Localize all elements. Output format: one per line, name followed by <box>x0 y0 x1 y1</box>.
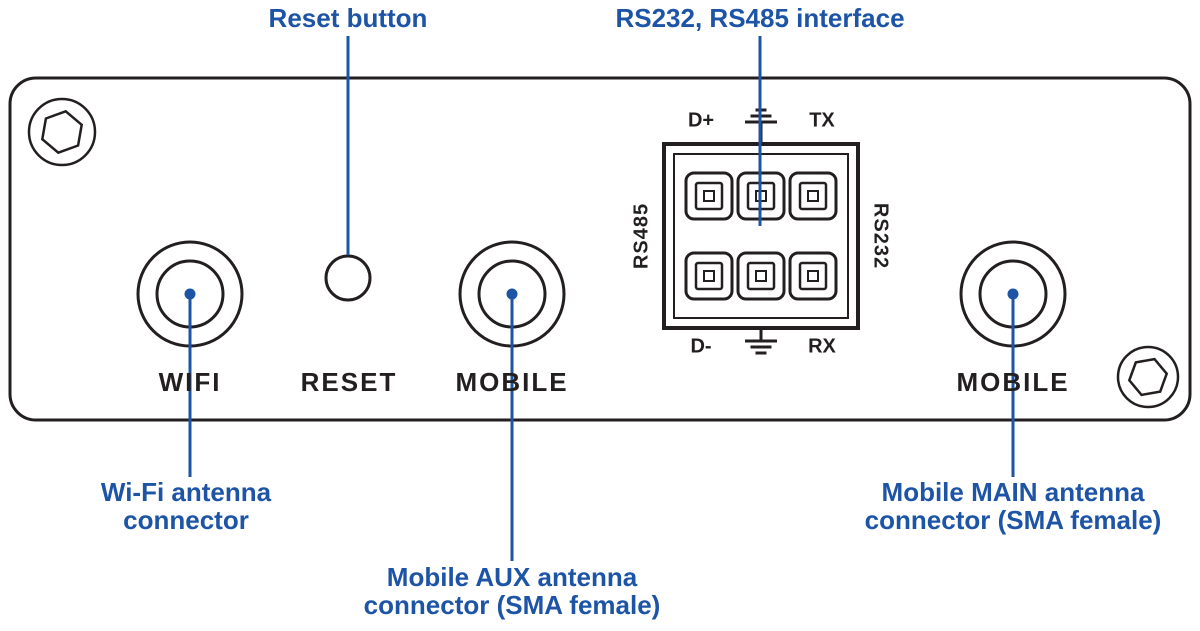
serial-pin <box>684 171 734 221</box>
wifi-port-label: WIFI <box>158 367 222 397</box>
serial-pin <box>684 251 734 301</box>
main-callout-line1: Mobile MAIN antenna <box>881 477 1145 507</box>
pin-label-d-plus: D+ <box>687 109 715 132</box>
callout-lines <box>188 36 1015 561</box>
connector-center-dots <box>184 288 1019 300</box>
aux-callout-label: Mobile AUX antenna connector (SMA female… <box>364 563 661 619</box>
mobile-aux-port-label: MOBILE <box>455 367 569 397</box>
wifi-callout-line1: Wi-Fi antenna <box>100 477 272 507</box>
wifi-callout-line2: connector <box>123 505 249 535</box>
reset-button <box>324 254 372 302</box>
main-callout-label: Mobile MAIN antenna connector (SMA femal… <box>865 478 1162 534</box>
serial-pin <box>788 171 838 221</box>
pin-label-rx: RX <box>808 335 836 358</box>
serial-pin <box>736 251 786 301</box>
ground-symbol-bottom-icon <box>745 328 777 355</box>
aux-callout-line2: connector (SMA female) <box>363 590 661 620</box>
wifi-callout-label: Wi-Fi antenna connector <box>101 478 271 534</box>
screw-top-left-icon <box>27 97 97 167</box>
serial-pin <box>788 251 838 301</box>
rs232-side-label: RS232 <box>869 202 892 270</box>
reset-port-label: RESET <box>300 367 398 397</box>
pin-label-d-minus: D- <box>690 335 712 358</box>
rs485-side-label: RS485 <box>630 202 653 270</box>
interface-callout-label: RS232, RS485 interface <box>615 3 905 33</box>
mobile-main-port-label: MOBILE <box>956 367 1070 397</box>
main-callout-line2: connector (SMA female) <box>864 505 1162 535</box>
reset-callout-label: Reset button <box>268 3 428 33</box>
panel-outline <box>8 76 1192 422</box>
screw-bottom-right-icon <box>1116 345 1180 409</box>
aux-callout-line1: Mobile AUX antenna <box>386 562 638 592</box>
pin-label-tx: TX <box>809 109 835 132</box>
